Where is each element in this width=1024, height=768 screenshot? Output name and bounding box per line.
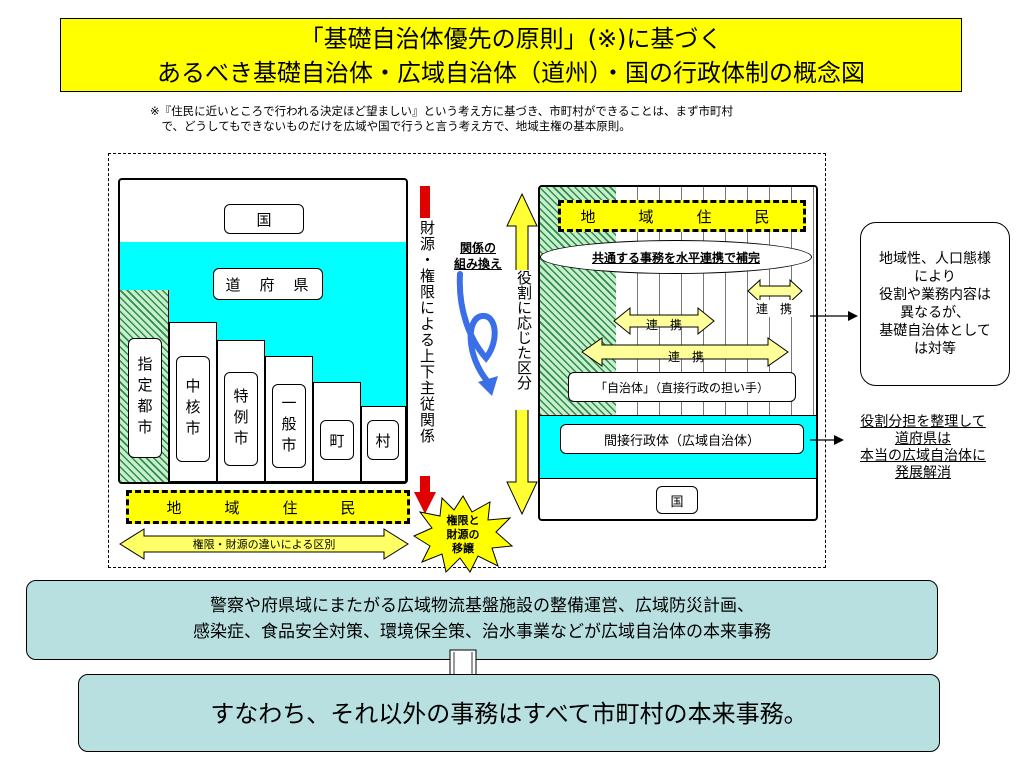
- callout-line-6: は対等: [914, 341, 956, 357]
- transfer-burst: [412, 495, 514, 573]
- hierarchy-arrow: [414, 186, 436, 514]
- cooperation-arrow-1: [613, 306, 715, 336]
- town-box: 町: [320, 420, 354, 460]
- role-note-line-3: 本当の広域自治体に: [860, 448, 986, 464]
- shared-work-ellipse: 共通する事務を水平連携で補完: [540, 240, 812, 274]
- wide-area-duties-box: 警察や府県域にまたがる広域物流基盤施設の整備運営、広域防災計画、 感染症、食品安…: [26, 580, 938, 660]
- right-kuni-box: 国: [656, 486, 698, 514]
- municipal-duties-box: すなわち、それ以外の事務はすべて市町村の本来事務。: [78, 674, 940, 752]
- role-label: 役割に応じた区分: [508, 270, 536, 410]
- callout-line-2: により: [914, 269, 956, 285]
- current-structure-panel: 国 道 府 県 指定都市 中核市 特例市 一般市 町 村: [118, 178, 408, 484]
- reorg-loop-arrow: [456, 271, 498, 396]
- title-line-1: 「基礎自治体優先の原則」(※)に基づく: [299, 25, 723, 53]
- title-line-2: あるべき基礎自治体・広域自治体（道州）・国の行政体制の概念図: [157, 59, 865, 87]
- village-box: 村: [367, 420, 399, 460]
- pointer-arrow-1: [810, 311, 858, 321]
- role-division-note: 役割分担を整理して 道府県は 本当の広域自治体に 発展解消: [838, 414, 1008, 482]
- transfer-burst-text: 権限と 財源の 移譲: [428, 514, 498, 556]
- callout-line-1: 地域性、人口態様: [879, 251, 991, 267]
- callout-line-5: 基礎自治体として: [879, 323, 991, 339]
- title-banner: 「基礎自治体優先の原則」(※)に基づく あるべき基礎自治体・広域自治体（道州）・…: [60, 18, 962, 92]
- city-core: 中核市: [176, 356, 210, 462]
- pointer-arrow-2: [810, 435, 844, 445]
- role-note-line-2: 道府県は: [895, 431, 951, 447]
- equality-callout: 地域性、人口態様 により 役割や業務内容は 異なるが、 基礎自治体として は対等: [860, 222, 1010, 386]
- role-note-line-1: 役割分担を整理して: [860, 414, 986, 430]
- cooperation-label-1: 連 携: [645, 318, 682, 332]
- callout-line-4: 異なるが、: [900, 305, 970, 321]
- cooperation-arrow-3: [581, 337, 789, 367]
- cooperation-label-2: 連 携: [748, 300, 800, 317]
- note-line-1: ※『住民に近いところで行われる決定ほど望ましい』という考え方に基づき、市町村がで…: [150, 104, 734, 118]
- left-residents-band: 地 域 住 民: [126, 490, 410, 524]
- callout-line-3: 役割や業務内容は: [879, 287, 991, 303]
- municipality-box: 「自治体」（直接行政の担い手）: [568, 372, 796, 402]
- role-note-line-4: 発展解消: [895, 465, 951, 481]
- city-general: 一般市: [272, 384, 306, 468]
- cooperation-label-3: 連 携: [667, 350, 704, 364]
- cooperation-arrow-2: [747, 278, 803, 304]
- right-residents-band: 地 域 住 民: [558, 200, 806, 232]
- city-designated: 指定都市: [128, 338, 162, 458]
- reorg-label-2: 組み換え: [453, 257, 502, 271]
- bottom1-line-1: 警察や府県域にまたがる広域物流基盤施設の整備運営、広域防災計画、: [210, 596, 754, 616]
- reorg-label-1: 関係の: [459, 241, 496, 255]
- burst-line-1: 権限と: [446, 514, 480, 527]
- indirect-body-box: 間接行政体（広域自治体）: [560, 424, 804, 454]
- reorg-label: 関係の 組み換え: [448, 240, 508, 272]
- note-line-2: で、どうしてもできないものだけを広域や国で行うと言う考え方で、地域主権の基本原則…: [150, 119, 631, 133]
- principle-note: ※『住民に近いところで行われる決定ほど望ましい』という考え方に基づき、市町村がで…: [150, 104, 910, 134]
- distinction-arrow: [119, 528, 409, 560]
- burst-line-3: 移譲: [452, 542, 474, 555]
- bottom1-line-2: 感染症、食品安全対策、環境保全策、治水事業などが広域自治体の本来事務: [193, 622, 771, 642]
- left-kuni-box: 国: [224, 204, 304, 234]
- hierarchy-label: 財源・権限による上下主従関係: [418, 220, 436, 444]
- distinction-label: 権限・財源の違いによる区別: [192, 538, 336, 551]
- city-special: 特例市: [224, 372, 258, 466]
- burst-line-2: 財源の: [446, 528, 480, 541]
- left-dofuken-box: 道 府 県: [213, 268, 323, 300]
